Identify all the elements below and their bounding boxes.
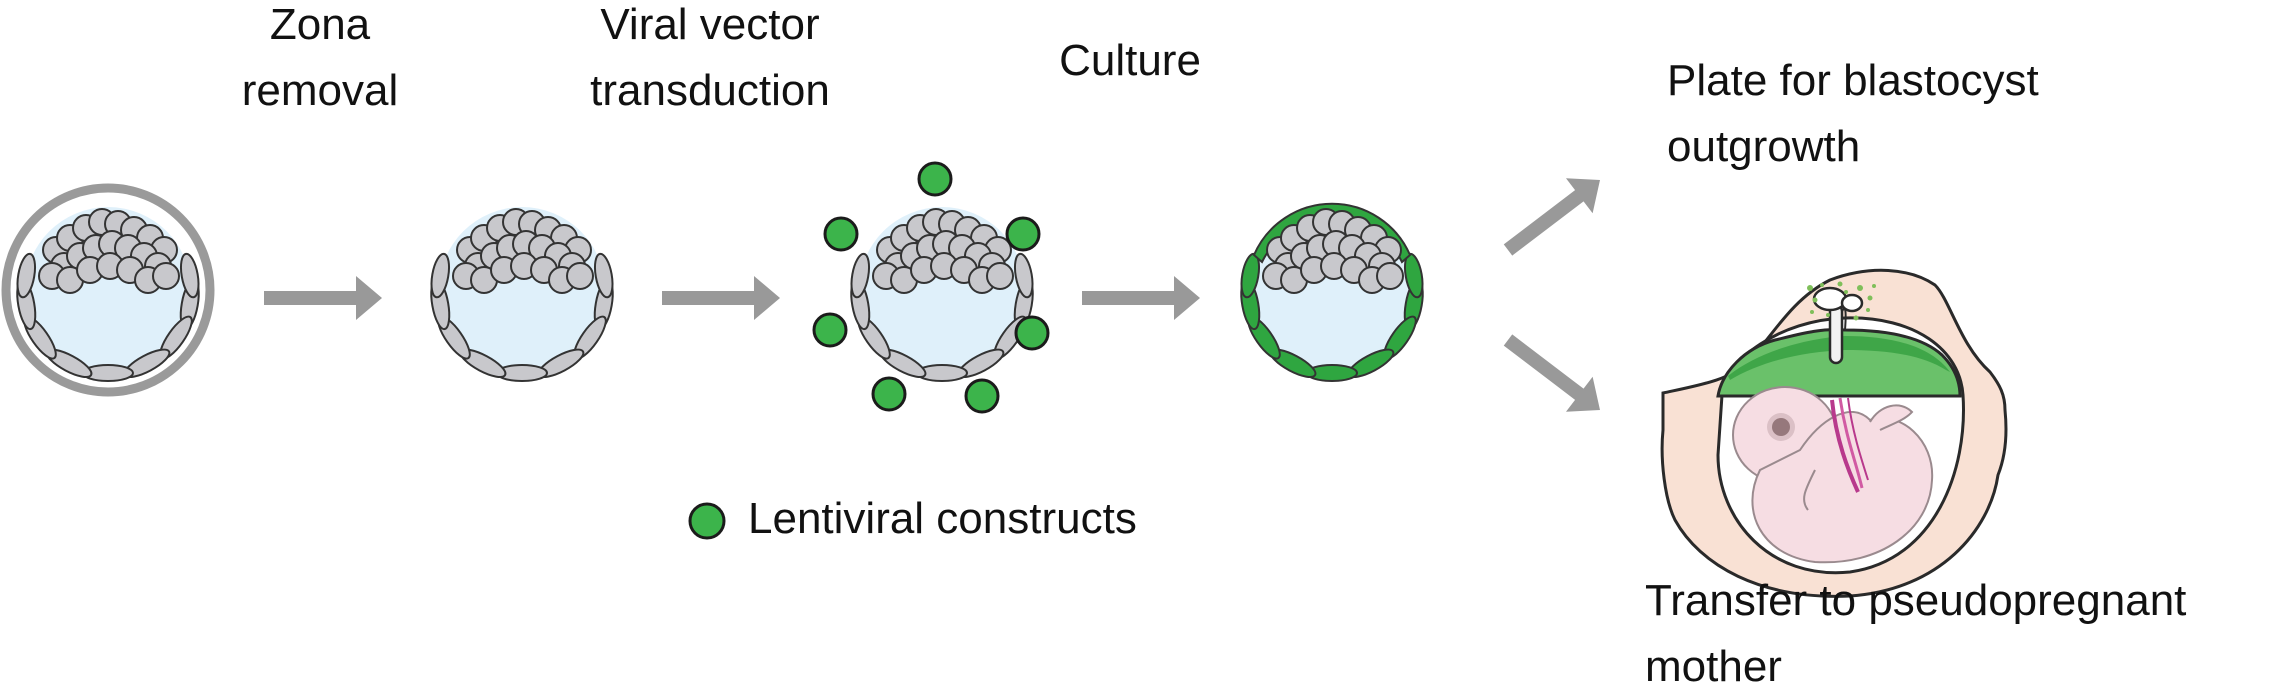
- blastocyst-zona-free: [430, 207, 614, 382]
- blastocyst-cultured-transduced: [1240, 202, 1424, 382]
- label-culture: Culture: [1030, 28, 1230, 94]
- trophectoderm-cell: [16, 252, 37, 299]
- label-zona-removal-line1: Zona: [269, 0, 371, 49]
- arrow-step-2: [662, 276, 780, 320]
- inner-cell-mass-cell: [152, 262, 180, 290]
- label-plate-line2: outgrowth: [1667, 122, 1861, 171]
- arrow-to-transfer: [1503, 334, 1601, 412]
- label-viral-vector-transduction: Viral vector transduction: [560, 0, 860, 124]
- lentivirus-particle: [871, 376, 907, 412]
- trophectoderm-cell: [179, 252, 200, 299]
- blastocyst-stages: [1, 161, 1424, 540]
- inner-cell-mass-cell: [1376, 262, 1404, 290]
- label-culture-line1: Culture: [1059, 36, 1201, 85]
- label-zona-removal-line2: removal: [241, 66, 399, 115]
- lentivirus-particle: [812, 312, 848, 348]
- inner-cell-mass-cell: [566, 262, 594, 290]
- lentivirus-particle: [1005, 216, 1041, 252]
- process-arrows: [264, 178, 1601, 412]
- arrow-step-1: [264, 276, 382, 320]
- label-viral-vector-line2: transduction: [590, 66, 830, 115]
- blastocyst-with-zona: [1, 183, 215, 397]
- legend-lentiviral-constructs: Lentiviral constructs: [748, 486, 1137, 552]
- label-plate-outgrowth: Plate for blastocyst outgrowth: [1667, 48, 2039, 180]
- implanted-blastocyst: [1807, 281, 1876, 321]
- lentivirus-particle: [823, 216, 859, 252]
- lentiviral-particles: [688, 161, 1050, 540]
- legend-lentivirus-dot: [688, 502, 726, 540]
- trophectoderm-cell: [430, 252, 451, 299]
- pseudopregnant-mother-illustration: [1660, 268, 2008, 598]
- implantation-stalk: [1828, 303, 1844, 365]
- label-transfer-mother: Transfer to pseudopregnant mother: [1645, 568, 2186, 700]
- label-viral-vector-line1: Viral vector: [600, 0, 820, 49]
- blastocyst-transduction: [850, 207, 1034, 382]
- trophectoderm-cell: [850, 252, 871, 299]
- arrow-to-plate: [1503, 178, 1601, 256]
- label-zona-removal: Zona removal: [215, 0, 425, 124]
- inner-cell-mass-cell: [986, 262, 1014, 290]
- fetus: [1732, 386, 1934, 564]
- trophectoderm-cell: [1013, 252, 1034, 299]
- trophectoderm-cell: [593, 252, 614, 299]
- label-transfer-line1: Transfer to pseudopregnant: [1645, 576, 2187, 625]
- lentivirus-particle: [964, 378, 1000, 414]
- legend-lentiviral-label: Lentiviral constructs: [748, 494, 1137, 543]
- label-plate-line1: Plate for blastocyst: [1667, 56, 2039, 105]
- label-transfer-line2: mother: [1645, 642, 1782, 691]
- lentivirus-particle: [917, 161, 953, 197]
- placenta-dark-band: [1728, 336, 1950, 380]
- lentivirus-particle: [1014, 315, 1050, 351]
- arrow-step-3: [1082, 276, 1200, 320]
